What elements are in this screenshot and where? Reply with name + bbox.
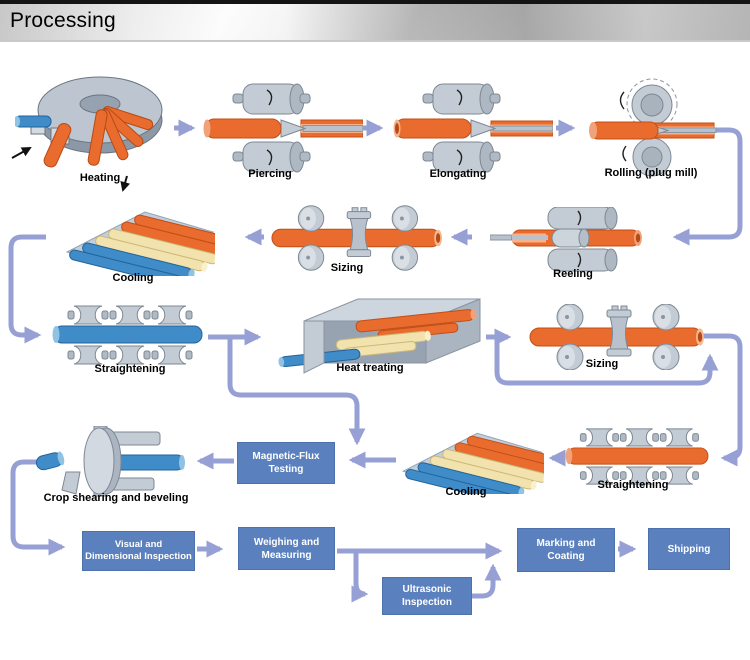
cooling-pipes	[69, 214, 215, 276]
heat-treating-illustration	[278, 298, 481, 374]
header-top-strip	[0, 0, 750, 4]
elongated-pipe	[393, 118, 553, 139]
cooling-pipes	[405, 435, 544, 494]
box-label-line: Shipping	[667, 543, 711, 555]
pierced-pipe	[203, 118, 363, 139]
box-label-line: Visual and	[114, 538, 163, 550]
sizing-wheels	[297, 205, 419, 271]
box-label-line: Magnetic-Flux	[252, 451, 320, 462]
elongating-rollers	[422, 83, 501, 173]
mandrel-rod	[302, 125, 363, 132]
hollow-shell	[394, 118, 472, 139]
arrow-ultrasonic-merge	[472, 563, 502, 599]
straightening-rollers	[67, 305, 193, 365]
box-label-line: Ultrasonic	[402, 584, 452, 595]
sizing2-label: Sizing	[585, 358, 619, 370]
piercing-illustration	[203, 83, 363, 173]
rolling-label: Rolling (plug mill)	[604, 167, 698, 179]
cold-billet-in	[15, 115, 52, 128]
box-label-line: Inspection	[401, 597, 452, 608]
magnetic-flux-testing-box: Magnetic-Flux Testing	[237, 442, 335, 484]
heat-treating-label: Heat treating	[336, 362, 404, 374]
cooling2-label: Cooling	[445, 486, 487, 498]
heating-label: Heating	[79, 172, 121, 184]
sizing-wheels	[556, 304, 680, 370]
piercing-rollers	[232, 83, 311, 173]
shipping-box: Shipping	[648, 528, 730, 570]
box-label-line: Weighing and	[253, 536, 320, 548]
sizing2-illustration	[529, 304, 704, 370]
arrow-branch-to-testing	[227, 339, 366, 446]
reeling-rollers	[547, 207, 618, 272]
roller-halo	[626, 78, 678, 130]
reeling-illustration	[490, 207, 642, 272]
page-title: Processing	[10, 9, 116, 32]
arrow-cooling1-straightening1	[8, 234, 46, 344]
inner-roller	[551, 228, 590, 248]
solid-billet	[204, 118, 282, 139]
sizing-spool	[346, 207, 372, 258]
crop-shearing-illustration	[36, 426, 185, 497]
arrow-bypass-under-sizing2	[494, 340, 719, 386]
box-label-line: Coating	[547, 551, 585, 562]
sizing1-label: Sizing	[330, 262, 364, 274]
bevel-tool	[61, 471, 81, 495]
ultrasonic-inspection-box: Ultrasonic Inspection	[382, 577, 472, 615]
box-label-line: Testing	[268, 464, 304, 475]
arrow-crop-visual	[10, 459, 66, 556]
cooling1-illustration	[65, 211, 215, 276]
sizing-spool	[606, 305, 632, 357]
straightening1-label: Straightening	[94, 363, 166, 375]
header-bar: Processing	[0, 4, 750, 42]
weighing-measuring-box: Weighing and Measuring	[238, 527, 335, 570]
box-label-line: Marking and	[536, 538, 596, 549]
rolling-plug-mill-illustration	[589, 78, 717, 177]
marking-coating-box: Marking and Coating	[517, 528, 615, 572]
straightening2-label: Straightening	[597, 479, 669, 491]
arrow-sizing2-straightening2	[702, 333, 743, 467]
rolled-pipe	[589, 121, 717, 140]
straightening2-illustration	[565, 428, 709, 485]
reeling-label: Reeling	[553, 268, 593, 280]
elongating-label: Elongating	[429, 168, 487, 180]
box-label-line: Measuring	[261, 549, 312, 561]
heating-illustration	[15, 76, 163, 168]
pipe	[53, 325, 203, 344]
sizing1-illustration	[271, 205, 442, 271]
cut-pipe-piece	[36, 451, 65, 471]
arrow-billet-out	[120, 175, 131, 192]
elongating-illustration	[393, 83, 553, 173]
shear-disc	[83, 427, 122, 495]
straightening-rollers	[579, 428, 699, 485]
pipe	[566, 447, 709, 465]
arrow-rolling-reeling	[672, 127, 743, 246]
box-label-line: Dimensional Inspection	[85, 551, 192, 562]
crop-shearing-label: Crop shearing and beveling	[43, 492, 189, 504]
arrow-billet-in	[11, 147, 32, 159]
furnace-front-wall	[303, 320, 325, 374]
arrow-branch-ultrasonic	[351, 551, 369, 603]
piercing-label: Piercing	[248, 168, 292, 180]
hot-billets	[43, 106, 154, 168]
straightening1-illustration	[52, 305, 203, 365]
mandrel-rod	[492, 125, 553, 132]
cooling1-label: Cooling	[112, 272, 154, 284]
visual-dimensional-inspection-box: Visual and Dimensional Inspection	[82, 531, 195, 571]
cooling2-illustration	[401, 432, 544, 494]
